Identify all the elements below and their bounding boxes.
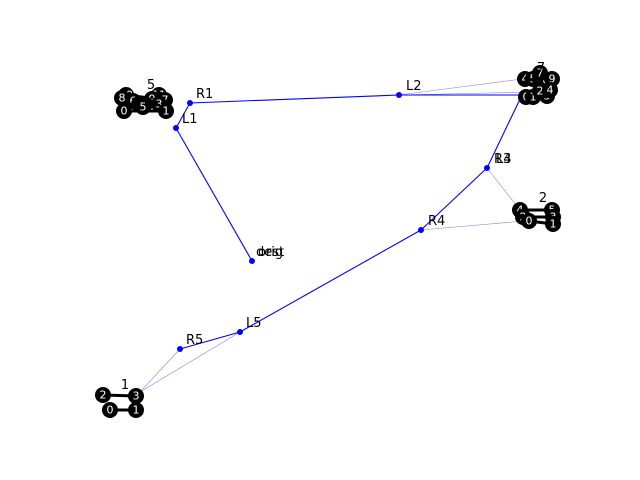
faint-edge bbox=[139, 331, 241, 393]
waypoint-dot bbox=[396, 92, 402, 98]
waypoint-label-dest: dest bbox=[256, 245, 284, 260]
waypoint-label-r1: R1 bbox=[196, 87, 213, 102]
faint-edge bbox=[420, 219, 536, 231]
cluster-label: 1 bbox=[121, 378, 129, 393]
cluster-node bbox=[128, 388, 144, 404]
waypoint-dot bbox=[484, 165, 490, 171]
cluster-node bbox=[542, 82, 558, 98]
waypoint-dot bbox=[173, 125, 179, 131]
faint-edge bbox=[139, 348, 181, 393]
waypoint-label-r4: R4 bbox=[428, 214, 445, 229]
cluster-node-label: 5 bbox=[140, 101, 147, 114]
cluster-node bbox=[116, 103, 132, 119]
waypoint-dot bbox=[187, 100, 193, 106]
cluster-7: 4568790123247 bbox=[517, 61, 560, 105]
cluster-node bbox=[102, 402, 118, 418]
cluster-node-label: 1 bbox=[530, 91, 537, 104]
waypoint-label-l1: L1 bbox=[182, 112, 198, 127]
route-edge bbox=[179, 331, 241, 350]
route-edges bbox=[175, 94, 523, 350]
cluster-node bbox=[545, 216, 561, 232]
waypoint-label-r3: R3 bbox=[494, 152, 511, 167]
cluster-node-label: 3 bbox=[156, 98, 163, 111]
cluster-node-label: 7 bbox=[537, 67, 544, 80]
cluster-node-label: 2 bbox=[100, 389, 107, 402]
cluster-node-label: 1 bbox=[133, 404, 140, 417]
cluster-2: 4520312 bbox=[512, 191, 561, 232]
cluster-node-label: 1 bbox=[163, 105, 170, 118]
faint-edge bbox=[398, 77, 531, 96]
cluster-node-label: 0 bbox=[526, 215, 533, 228]
cluster-node-label: 9 bbox=[149, 93, 156, 106]
waypoint-label-orig: orig bbox=[258, 245, 283, 260]
cluster-node-label: 2 bbox=[537, 85, 544, 98]
cluster-node-label: 0 bbox=[121, 105, 128, 118]
cluster-node bbox=[532, 65, 548, 81]
waypoint-dot bbox=[249, 258, 255, 264]
waypoint-label-r5: R5 bbox=[186, 333, 203, 348]
cluster-node bbox=[135, 99, 151, 115]
route-edge bbox=[239, 229, 422, 333]
cluster-label: 5 bbox=[147, 78, 155, 93]
cluster-node bbox=[521, 213, 537, 229]
cluster-node bbox=[95, 387, 111, 403]
cluster-node-label: 3 bbox=[133, 390, 140, 403]
waypoint-dot bbox=[418, 227, 424, 233]
cluster-node bbox=[128, 402, 144, 418]
cluster-5: 101189764231055 bbox=[114, 78, 174, 119]
waypoint-label-l2: L2 bbox=[406, 79, 422, 94]
waypoint-label-l5: L5 bbox=[246, 316, 262, 331]
route-edge bbox=[486, 94, 523, 169]
cluster-label: 2 bbox=[539, 191, 547, 206]
cluster-node-label: 4 bbox=[547, 84, 554, 97]
route-edge bbox=[420, 167, 488, 231]
cluster-node-label: 1 bbox=[550, 218, 557, 231]
cluster-node-label: 9 bbox=[549, 73, 556, 86]
waypoint-dot bbox=[237, 329, 243, 335]
route-edge bbox=[189, 94, 400, 104]
faint-edge bbox=[486, 167, 521, 211]
waypoint-dot bbox=[177, 346, 183, 352]
cluster-label: 7 bbox=[537, 61, 545, 76]
waypoint-label-l4: L4 bbox=[496, 152, 512, 167]
cluster-node-label: 0 bbox=[107, 404, 114, 417]
route-edge bbox=[175, 127, 253, 262]
clusters: 1011897642310554568790123247452031223011 bbox=[95, 61, 561, 418]
cluster-node-label: 8 bbox=[119, 92, 126, 105]
route-edge bbox=[175, 102, 191, 129]
cluster-node bbox=[158, 103, 174, 119]
